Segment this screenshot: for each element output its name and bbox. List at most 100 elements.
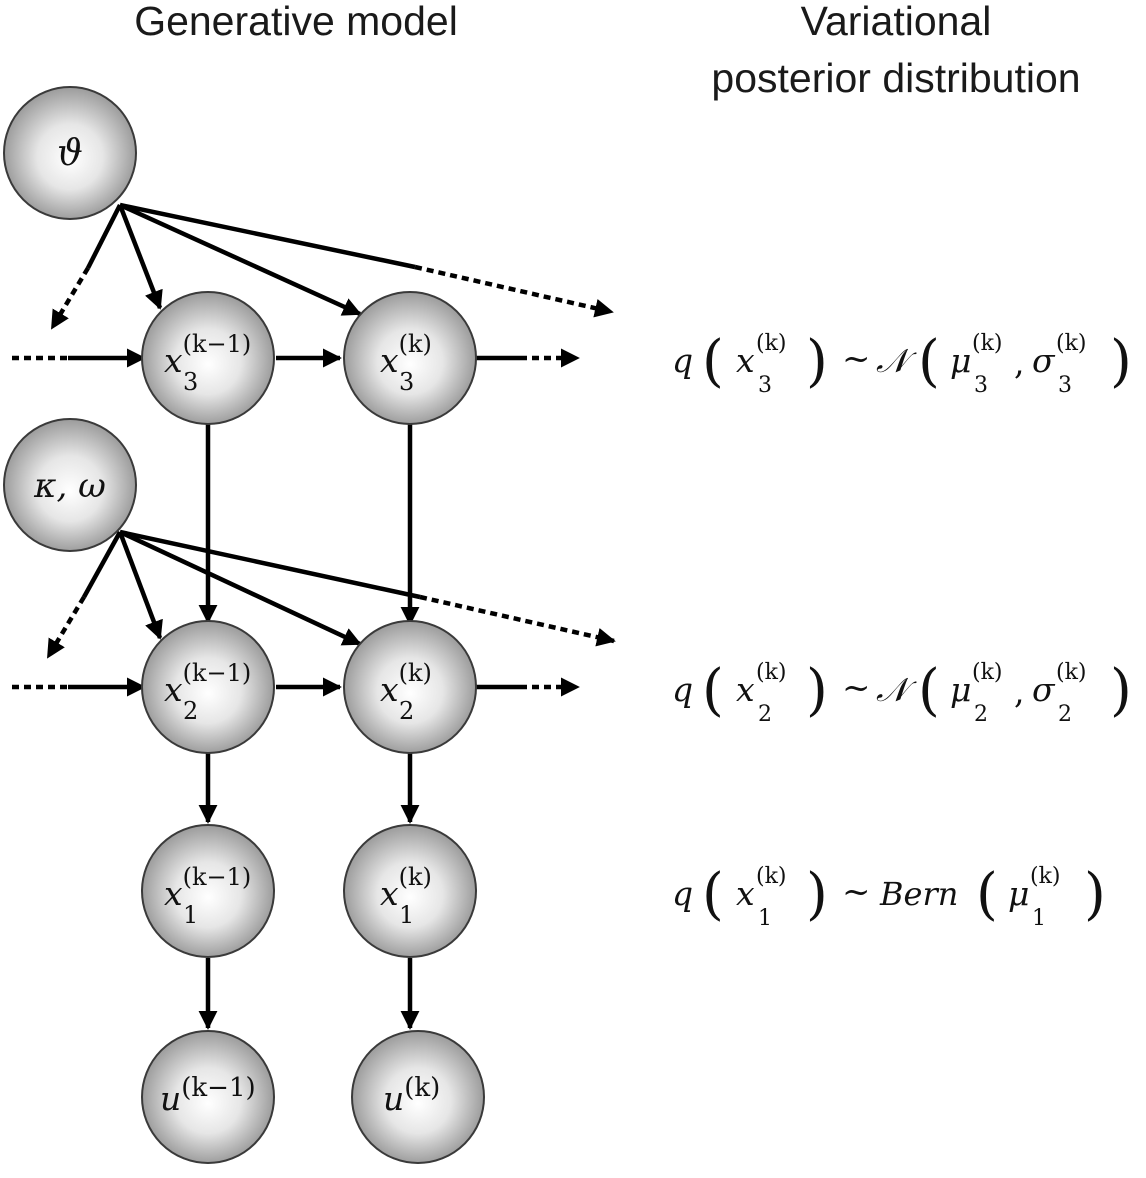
post1-rparen2: ) <box>1084 862 1106 927</box>
svg-text:u(k): u(k) <box>383 1073 440 1118</box>
post2-sigma: σ <box>1032 670 1056 709</box>
theta-to-prev-arrow <box>50 266 90 330</box>
post3-mu: μ <box>950 341 971 380</box>
x3-curr-base: x <box>380 341 399 380</box>
post3-sigma: σ <box>1032 341 1056 380</box>
post1-dist: Bern <box>879 875 958 913</box>
theta-to-x3-curr-arrow <box>119 202 362 317</box>
post2-sigma-sub: 2 <box>1058 702 1072 727</box>
post2-tilde: ~ <box>842 668 871 708</box>
post1-lparen: ( <box>702 862 724 927</box>
node-x2-curr: x(k) 2 <box>343 620 477 754</box>
posterior-heading-line1: Variational <box>801 0 992 44</box>
x2-curr-base: x <box>380 670 399 709</box>
post2-comma: , <box>1014 672 1025 711</box>
post3-var: x <box>736 341 755 380</box>
u-prev-base: u <box>160 1079 181 1118</box>
node-x3-curr: x(k) 3 <box>343 291 477 425</box>
post1-mu: μ <box>1008 874 1029 913</box>
x1-curr-sup: (k) <box>399 863 432 891</box>
posterior-heading-line2: posterior distribution <box>711 55 1080 101</box>
x2-prev-sub: 2 <box>183 697 198 725</box>
post3-rparen: ) <box>806 329 828 394</box>
generative-model-heading: Generative model <box>134 0 458 44</box>
node-x2-prev: x(k−1) 2 <box>141 620 275 754</box>
kappa-to-next-edge <box>119 529 421 600</box>
x3-prev-base: x <box>164 341 183 380</box>
node-u-prev: u(k−1) <box>141 1030 275 1164</box>
x2-curr-sub: 2 <box>399 697 414 725</box>
post2-sigma-sup: (k) <box>1056 660 1087 685</box>
post3-var-sub: 3 <box>758 373 772 398</box>
post3-lparen: ( <box>702 329 724 394</box>
x2-prev-sup: (k−1) <box>183 659 252 687</box>
kappa-to-next-arrow <box>419 594 616 647</box>
x1-prev-base: x <box>164 874 183 913</box>
u-curr-base: u <box>383 1079 404 1118</box>
post2-mu-sub: 2 <box>974 702 988 727</box>
post2-rparen2: ) <box>1110 658 1132 723</box>
x2-curr-sup: (k) <box>399 659 432 687</box>
svg-text:x(k)1: x(k)1 <box>380 863 432 929</box>
post2-var: x <box>736 670 755 709</box>
post2-mu-sup: (k) <box>972 660 1003 685</box>
theta-to-x3-prev-arrow <box>117 204 163 310</box>
posterior-level2: q ( x (k) 2 ) ~ 𝒩 ( μ (k) 2 , σ (k) 2 ) <box>672 658 1132 727</box>
post3-tilde: ~ <box>842 339 871 379</box>
node-u-curr: u(k) <box>351 1030 485 1164</box>
post3-dist: 𝒩 <box>876 341 917 380</box>
post3-comma: , <box>1014 343 1025 382</box>
post2-lparen2: ( <box>918 658 940 723</box>
x3-curr-sup: (k) <box>399 330 432 358</box>
post1-q: q <box>672 874 693 913</box>
svg-text:x(k−1)1: x(k−1)1 <box>164 863 251 929</box>
post2-rparen: ) <box>806 658 828 723</box>
kappa-to-x2-curr-arrow <box>119 529 362 647</box>
post3-sigma-sub: 3 <box>1058 373 1072 398</box>
post3-q: q <box>672 341 693 380</box>
post1-tilde: ~ <box>842 872 871 912</box>
post3-lparen2: ( <box>918 329 940 394</box>
u-curr-sup: (k) <box>404 1073 440 1103</box>
kappa-to-x2-prev-arrow <box>117 531 163 640</box>
post2-q: q <box>672 670 693 709</box>
post3-mu-sub: 3 <box>974 373 988 398</box>
post1-lparen2: ( <box>976 862 998 927</box>
node-theta: ϑ <box>3 86 137 220</box>
x2-prev-base: x <box>164 670 183 709</box>
post1-var-sup: (k) <box>756 864 787 889</box>
kappa-to-prev-edge <box>82 530 122 599</box>
node-x1-prev: x(k−1)1 <box>141 824 275 958</box>
posterior-level1: q ( x (k) 1 ) ~ Bern ( μ (k) 1 ) <box>672 862 1106 931</box>
svg-text:x(k−1)3: x(k−1) 3 <box>164 330 251 396</box>
x3-curr-sub: 3 <box>399 368 414 396</box>
x1-prev-sub: 1 <box>183 901 198 929</box>
post2-var-sub: 2 <box>758 702 772 727</box>
post2-var-sup: (k) <box>756 660 787 685</box>
post1-rparen: ) <box>806 862 828 927</box>
post3-rparen2: ) <box>1110 329 1132 394</box>
svg-text:x(k)3: x(k) 3 <box>380 330 432 396</box>
post2-mu: μ <box>950 670 971 709</box>
x3-prev-sup: (k−1) <box>183 330 252 358</box>
post2-dist: 𝒩 <box>876 670 917 709</box>
x1-curr-base: x <box>380 874 399 913</box>
posterior-level3: q ( x (k) 3 ) ~ 𝒩 ( μ (k) 3 , σ (k) 3 ) <box>672 329 1132 398</box>
theta-to-next-edge <box>119 202 416 270</box>
theta-to-prev-edge <box>85 203 123 270</box>
post2-lparen: ( <box>702 658 724 723</box>
kappa-to-prev-arrow <box>46 595 86 659</box>
post3-mu-sup: (k) <box>972 331 1003 356</box>
post1-var: x <box>736 874 755 913</box>
kappa-omega-label: κ, ω <box>33 466 106 506</box>
node-x3-prev: x(k−1) 3 <box>141 291 275 425</box>
post3-var-sup: (k) <box>756 331 787 356</box>
x3-prev-sub: 3 <box>183 368 198 396</box>
theta-label: ϑ <box>57 133 83 174</box>
post1-var-sub: 1 <box>758 906 772 931</box>
theta-to-next-arrow <box>414 264 614 318</box>
node-kappa-omega: κ, ω <box>3 418 137 552</box>
svg-text:u(k−1): u(k−1) <box>160 1073 256 1118</box>
u-prev-sup: (k−1) <box>181 1073 255 1103</box>
